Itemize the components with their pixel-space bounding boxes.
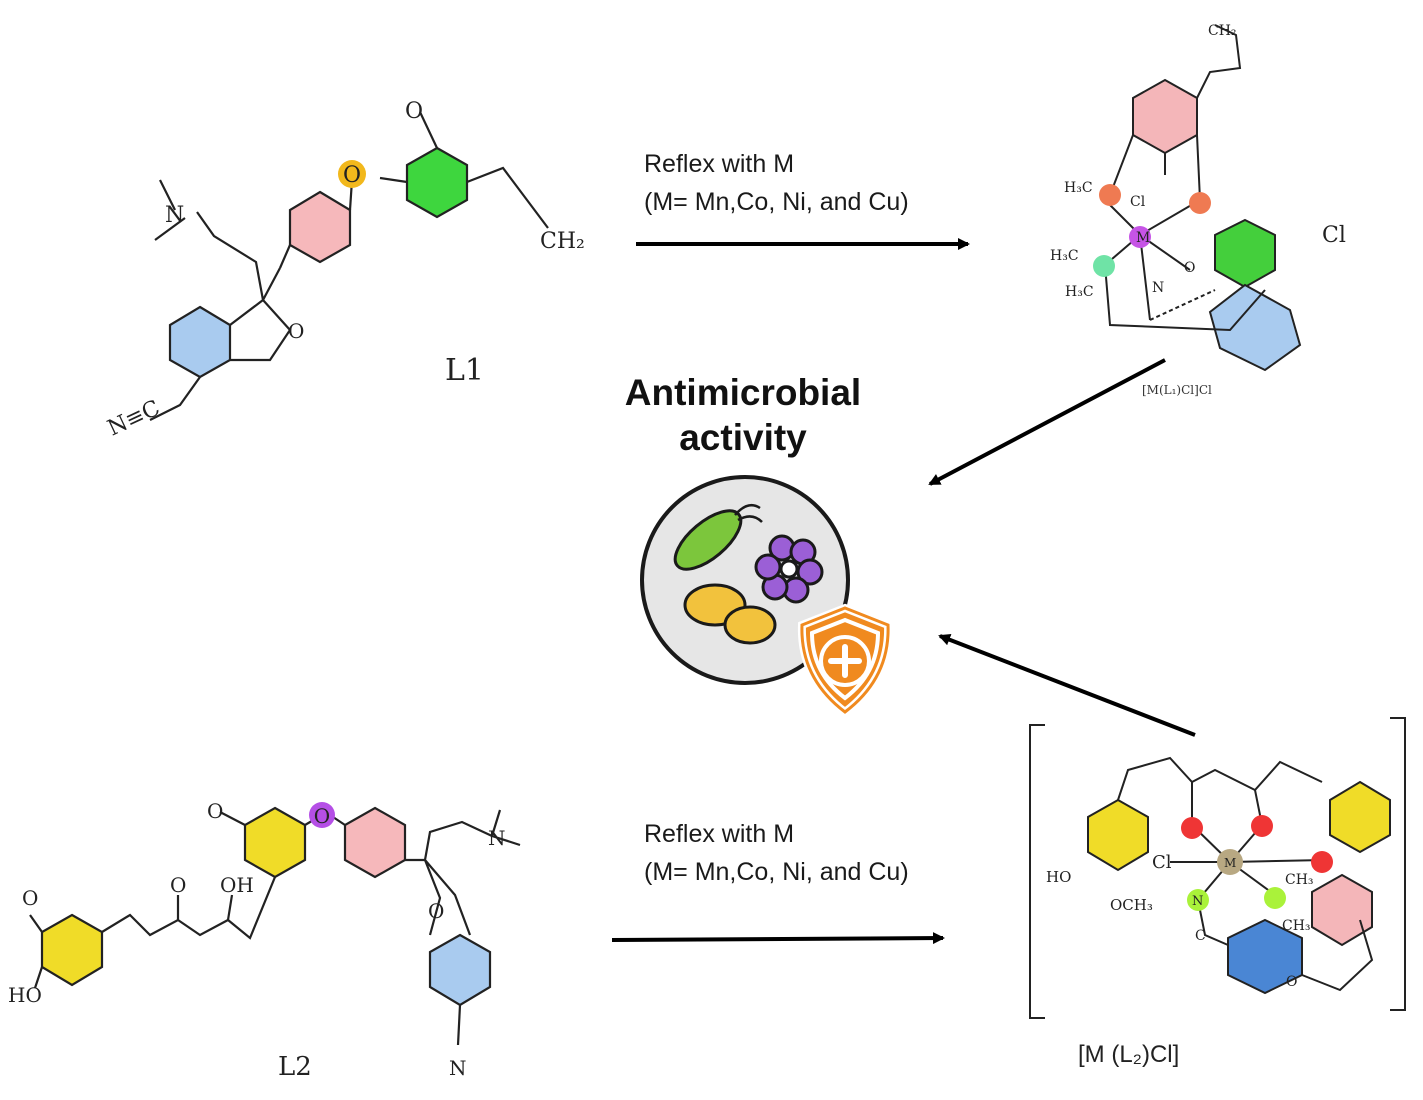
l1-blue-ring bbox=[168, 305, 232, 379]
svg-text:O: O bbox=[343, 163, 361, 188]
complex-2-structure bbox=[1029, 717, 1406, 1019]
c1-cl: Cl bbox=[1130, 194, 1146, 210]
l2-blue-ring bbox=[428, 933, 492, 1007]
c1-o: O bbox=[1184, 260, 1195, 276]
l2-ring-o: O bbox=[428, 899, 444, 923]
svg-text:O: O bbox=[288, 319, 304, 343]
c2-m: M bbox=[1224, 856, 1236, 870]
c2-ch3-2: CH₃ bbox=[1282, 918, 1311, 934]
c2-blue-ring bbox=[1227, 918, 1303, 995]
l2-yellow-ring-mid bbox=[243, 806, 307, 879]
c2-right-bracket bbox=[1390, 717, 1406, 1011]
c2-ho: HO bbox=[1046, 868, 1071, 886]
c1-ch2: CH₂ bbox=[1208, 23, 1237, 39]
c1-pink-ring bbox=[1132, 78, 1198, 155]
yeast-icon bbox=[683, 583, 777, 645]
title-line-2: activity bbox=[679, 417, 807, 458]
c1-green-ring bbox=[1214, 218, 1276, 289]
svg-text:O: O bbox=[405, 99, 423, 124]
c1-n: N bbox=[1152, 280, 1164, 296]
c2-yellow-ring-left bbox=[1087, 798, 1149, 872]
shield-icon bbox=[797, 603, 893, 718]
c1-h3c-1: H₃C bbox=[1050, 248, 1079, 264]
l2-oh: OH bbox=[220, 873, 254, 897]
ligand-l2-structure bbox=[29, 806, 521, 1046]
l2-ho: HO bbox=[8, 983, 42, 1007]
ligand-l1-structure bbox=[149, 111, 549, 421]
top-reaction-label-line2: (M= Mn,Co, Ni, and Cu) bbox=[644, 188, 909, 216]
l1-pink-ring bbox=[288, 190, 352, 264]
svg-text:O: O bbox=[207, 799, 223, 823]
c1-h3c-top: H₃C bbox=[1064, 180, 1093, 196]
l2-keto: O bbox=[170, 873, 186, 897]
c2-n: N bbox=[1192, 894, 1203, 909]
arrow-complex2-to-activity bbox=[938, 634, 1196, 737]
cocci-cluster-icon bbox=[754, 534, 824, 604]
c2-o: O bbox=[1286, 974, 1297, 990]
bottom-reaction-label-line2: (M= Mn,Co, Ni, and Cu) bbox=[644, 858, 909, 886]
c2-left-bracket bbox=[1029, 724, 1045, 1019]
l1-green-ring bbox=[405, 146, 469, 219]
c1-counter-ion: Cl bbox=[1322, 223, 1346, 248]
l2-nitrile-n: N bbox=[449, 1056, 467, 1080]
l1-nitrile: N≡C bbox=[104, 396, 164, 442]
arrow-complex1-to-activity bbox=[928, 358, 1166, 486]
c1-blue-ring bbox=[1208, 283, 1302, 372]
l1-methylene: CH₂ bbox=[540, 229, 585, 254]
c2-label: [M (L₂)Cl] bbox=[1078, 1041, 1179, 1068]
l2-yellow-ring-left bbox=[40, 913, 104, 987]
microbe-icon-group bbox=[640, 475, 893, 718]
l1-label: L1 bbox=[445, 353, 484, 388]
top-reaction-label-line1: Reflex with M bbox=[644, 150, 795, 178]
l2-pink-ring bbox=[343, 806, 407, 879]
c2-och3: OCH₃ bbox=[1110, 896, 1153, 914]
c1-label: [M(L₁)Cl]Cl bbox=[1142, 383, 1212, 397]
bacillus-icon bbox=[673, 509, 743, 571]
c2-cl: Cl bbox=[1152, 852, 1172, 873]
svg-text:O: O bbox=[22, 886, 38, 910]
antimicrobial-title: Antimicrobial activity bbox=[608, 370, 878, 460]
svg-text:O: O bbox=[314, 804, 330, 828]
bottom-reaction-label-line1: Reflex with M bbox=[644, 820, 795, 848]
arrow-bottom-reaction bbox=[611, 932, 945, 945]
svg-text:N: N bbox=[488, 826, 506, 850]
l2-ether-oxygen bbox=[309, 802, 335, 828]
c2-ch3-1: CH₃ bbox=[1285, 872, 1314, 888]
l2-label: L2 bbox=[278, 1052, 312, 1082]
c2-pink-ring bbox=[1311, 873, 1373, 947]
l1-ether-oxygen bbox=[338, 160, 366, 188]
c2-yellow-ring-right bbox=[1329, 780, 1391, 854]
c1-m: M bbox=[1136, 230, 1150, 246]
c1-h3c-2: H₃C bbox=[1065, 284, 1094, 300]
plus-icon bbox=[828, 644, 862, 678]
c2-c: C bbox=[1195, 928, 1206, 944]
title-line-1: Antimicrobial bbox=[624, 372, 862, 413]
svg-text:N: N bbox=[165, 203, 184, 228]
